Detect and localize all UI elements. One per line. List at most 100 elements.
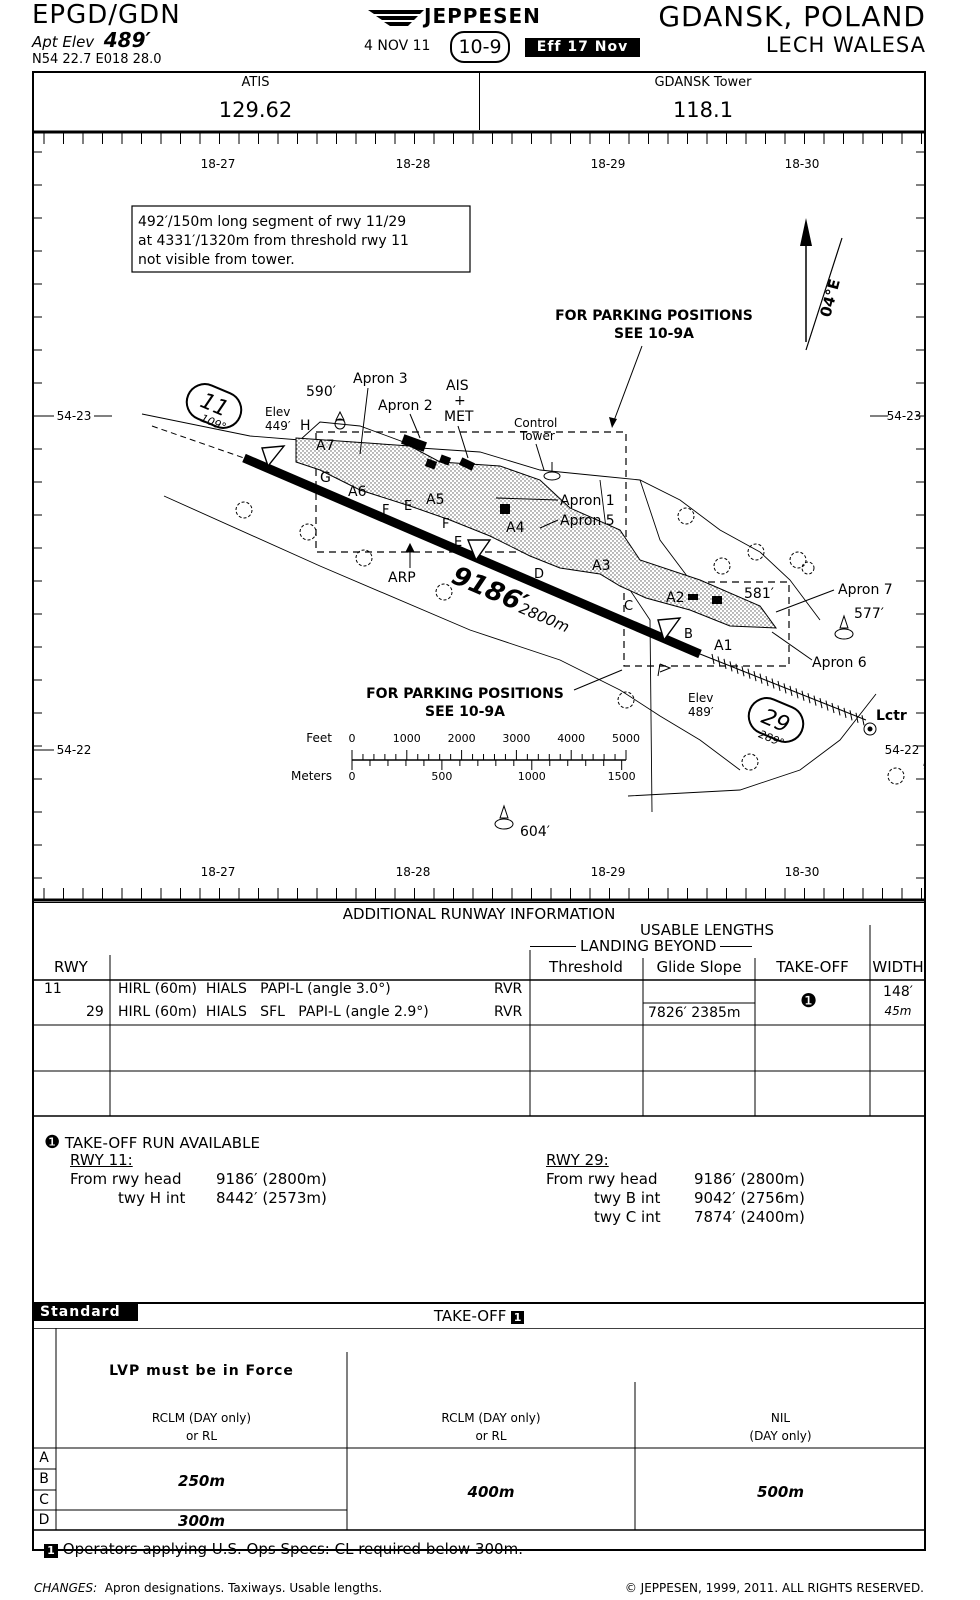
runway-29-marker bbox=[747, 697, 805, 743]
apt-elev-label: Apt Elev bbox=[32, 33, 95, 51]
footnote-marker: 1 bbox=[44, 1544, 58, 1558]
scale-feet-tick: 0 bbox=[349, 732, 356, 745]
runway-11-29 bbox=[242, 453, 702, 659]
label-control-tower: Control bbox=[514, 416, 557, 430]
row-lights: HIRL (60m) HIALS PAPI-L (angle 3.0°) bbox=[118, 981, 391, 997]
chart-number: 10-9 bbox=[450, 31, 510, 63]
col-threshold: Threshold bbox=[549, 958, 623, 976]
scale-feet-tick: 3000 bbox=[502, 732, 530, 745]
twy-label: F bbox=[442, 517, 449, 532]
label-apron5: Apron 5 bbox=[560, 513, 615, 529]
label-obstacle-590: 590′ bbox=[306, 384, 336, 400]
footnote-text: Operators applying U.S. Ops Specs: CL re… bbox=[62, 1540, 523, 1558]
rwy29-item-label: From rwy head bbox=[546, 1170, 658, 1188]
north-arrow-icon: 04°E bbox=[800, 218, 844, 351]
parking-note-top: SEE 10-9A bbox=[614, 326, 694, 342]
takeoff-minima-title-text: TAKE-OFF bbox=[433, 1307, 507, 1325]
runway-11-marker bbox=[185, 383, 243, 429]
category-label: C bbox=[39, 1492, 49, 1508]
row-lights: HIRL (60m) HIALS SFL PAPI-L (angle 2.9°) bbox=[118, 1004, 429, 1020]
scale-meter-tick: 1000 bbox=[518, 770, 546, 783]
scale-meter-tick: 0 bbox=[349, 770, 356, 783]
jeppesen-wing-icon bbox=[368, 10, 424, 26]
buildings bbox=[401, 434, 722, 604]
minima-footnote: 1 Operators applying U.S. Ops Specs: CL … bbox=[44, 1540, 523, 1558]
scale-feet-tick: 1000 bbox=[393, 732, 421, 745]
usable-lengths-heading: USABLE LENGTHS bbox=[640, 921, 775, 939]
approach-lights bbox=[711, 653, 865, 726]
control-tower-icon bbox=[543, 462, 561, 481]
col-glideslope: Glide Slope bbox=[656, 958, 742, 976]
freq-atis-value: 129.62 bbox=[218, 98, 293, 122]
obstacle-icon bbox=[834, 614, 854, 640]
trees bbox=[235, 501, 926, 785]
parking-note-top: FOR PARKING POSITIONS bbox=[555, 308, 753, 324]
rwy11-item-value: 8442′ (2573m) bbox=[216, 1189, 327, 1207]
label-control-tower: Tower bbox=[519, 429, 555, 443]
minima-tab: Standard bbox=[34, 1303, 138, 1321]
twy-label: A4 bbox=[506, 520, 525, 536]
notice-line: at 4331′/1320m from threshold rwy 11 bbox=[138, 233, 409, 249]
rwy29-item-value: 7874′ (2400m) bbox=[694, 1208, 805, 1226]
border-ticks bbox=[32, 132, 926, 900]
landing-beyond-heading: LANDING BEYOND bbox=[576, 937, 721, 955]
row-glideslope: 7826′ 2385m bbox=[648, 1005, 741, 1021]
takeoff-run-title: ❶ TAKE-OFF RUN AVAILABLE bbox=[44, 1132, 260, 1153]
brand-name: JEPPESEN bbox=[424, 4, 541, 28]
row-rwy: 29 bbox=[86, 1004, 104, 1020]
icao-iata-code: EPGD/GDN bbox=[32, 0, 181, 30]
section-divider bbox=[32, 902, 926, 903]
row-rvr: RVR bbox=[494, 981, 523, 997]
apt-elev-value: 489′ bbox=[103, 28, 151, 52]
lon-label-top: 18-27 bbox=[201, 157, 236, 171]
label-apron1: Apron 1 bbox=[560, 493, 615, 509]
freq-tower-name: GDANSK Tower bbox=[654, 75, 752, 90]
takeoff-run-title-text: TAKE-OFF RUN AVAILABLE bbox=[64, 1134, 260, 1152]
changes-note: CHANGES: Apron designations. Taxiways. U… bbox=[34, 1581, 382, 1595]
label-elev-left: 449′ bbox=[265, 419, 291, 433]
twy-label: C bbox=[624, 599, 633, 614]
col-takeoff: TAKE-OFF bbox=[776, 958, 849, 976]
arp-icon bbox=[405, 542, 415, 562]
scale-meters-label: Meters bbox=[291, 769, 332, 783]
notice-line: 492′/150m long segment of rwy 11/29 bbox=[138, 214, 406, 230]
twy-label: F bbox=[382, 503, 389, 518]
rwy29-item-value: 9186′ (2800m) bbox=[694, 1170, 805, 1188]
lat-label-right: 54-23 bbox=[887, 409, 922, 423]
aprons-taxiways bbox=[295, 437, 778, 629]
visibility-notice-box bbox=[131, 205, 471, 273]
label-apron3: Apron 3 bbox=[353, 371, 408, 387]
minima-col3-condition: (DAY only) bbox=[749, 1429, 812, 1443]
twy-label: D bbox=[534, 567, 544, 582]
lat-label-left: 54-23 bbox=[57, 409, 92, 423]
twy-label: E bbox=[404, 499, 412, 514]
takeoff-minima-marker: 1 bbox=[511, 1311, 525, 1324]
parking-note-bottom: SEE 10-9A bbox=[425, 704, 505, 720]
rwy29-heading: RWY 29: bbox=[546, 1151, 609, 1169]
row-width: 148′ bbox=[883, 984, 913, 1000]
twy-label: A5 bbox=[426, 492, 444, 508]
label-apron7: Apron 7 bbox=[838, 582, 893, 598]
minima-top-rule bbox=[32, 1302, 926, 1304]
rwy29-item-value: 9042′ (2756m) bbox=[694, 1189, 805, 1207]
category-label: A bbox=[39, 1450, 49, 1466]
airport-name: LECH WALESA bbox=[765, 33, 926, 57]
rwy11-item-label: twy H int bbox=[118, 1189, 186, 1207]
col-rwy: RWY bbox=[54, 958, 88, 976]
minima-col3-condition: NIL bbox=[770, 1411, 791, 1425]
rwy11-heading: RWY 11: bbox=[70, 1151, 133, 1169]
minima-grid bbox=[32, 1328, 926, 1531]
effective-date-badge: Eff 17 Nov bbox=[525, 38, 640, 57]
lon-label-top: 18-29 bbox=[591, 157, 626, 171]
scale-meter-tick: 500 bbox=[431, 770, 452, 783]
col-width: WIDTH bbox=[872, 958, 924, 976]
lon-label-top: 18-28 bbox=[396, 157, 431, 171]
label-apron2: Apron 2 bbox=[378, 398, 433, 414]
twy-label: A1 bbox=[714, 638, 732, 654]
label-obstacle-581: 581′ bbox=[744, 586, 774, 602]
lon-label-bottom: 18-29 bbox=[591, 865, 626, 879]
lon-label-bottom: 18-30 bbox=[785, 865, 820, 879]
obstacle-icon bbox=[334, 410, 346, 430]
label-plus: + bbox=[454, 393, 466, 409]
lon-label-bottom: 18-28 bbox=[396, 865, 431, 879]
